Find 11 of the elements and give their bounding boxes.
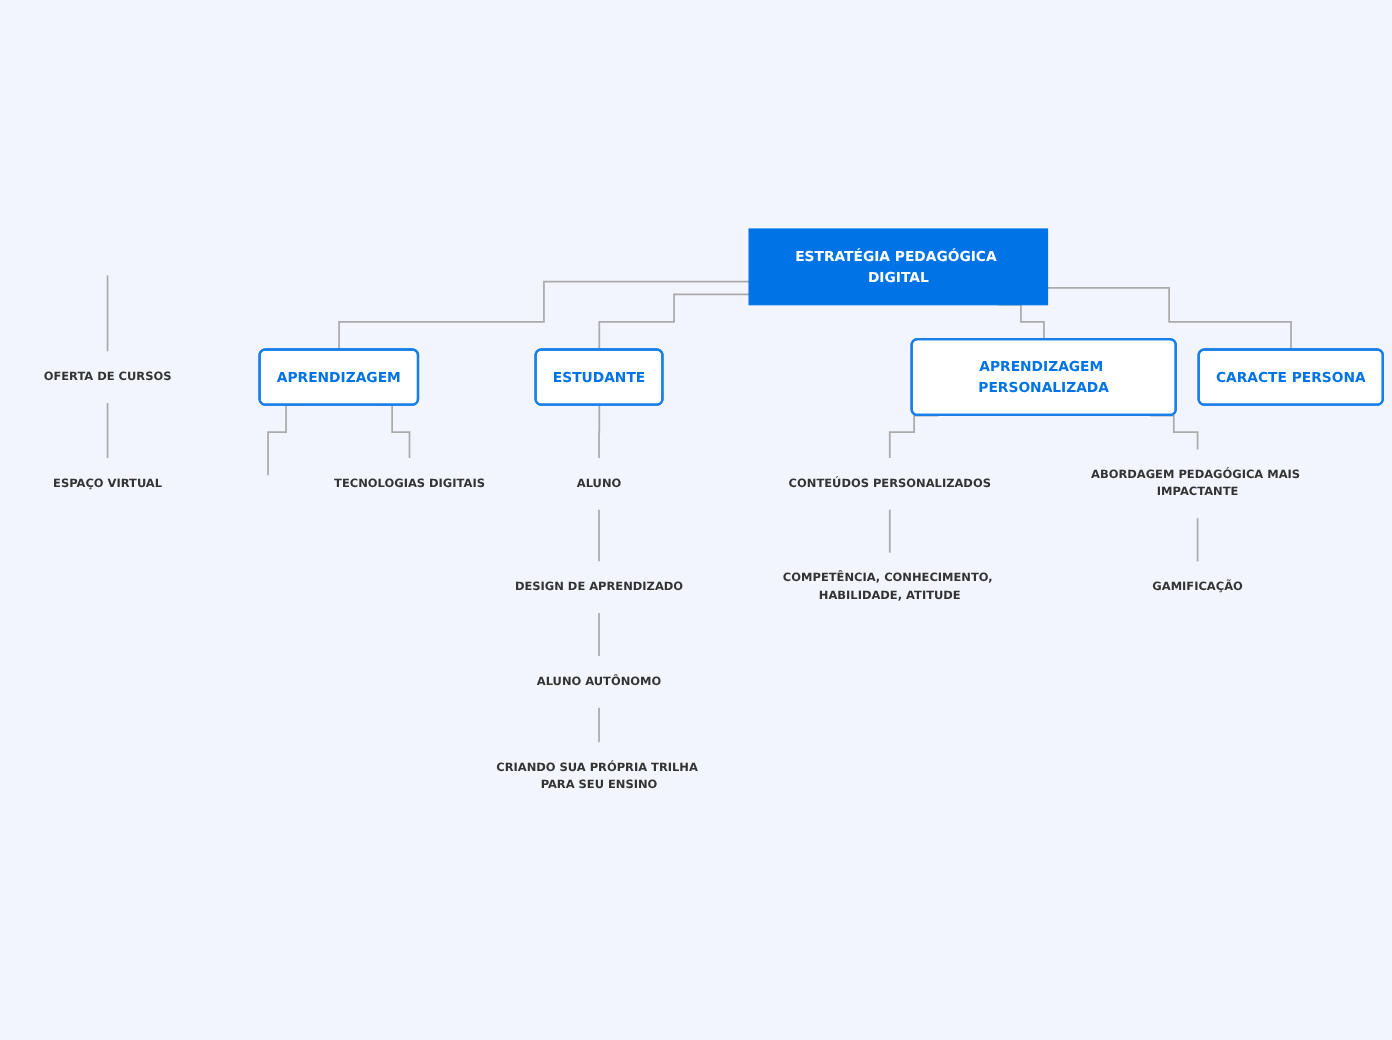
connector: [106, 274, 109, 353]
connector: [598, 706, 600, 743]
connector: [106, 402, 109, 459]
connector: [1046, 286, 1293, 351]
connector: [338, 280, 750, 351]
connector: [1196, 517, 1199, 563]
connector: [598, 508, 600, 563]
connector: [598, 293, 750, 351]
connector: [888, 508, 891, 554]
connector: [598, 404, 601, 459]
connector: [598, 612, 600, 657]
